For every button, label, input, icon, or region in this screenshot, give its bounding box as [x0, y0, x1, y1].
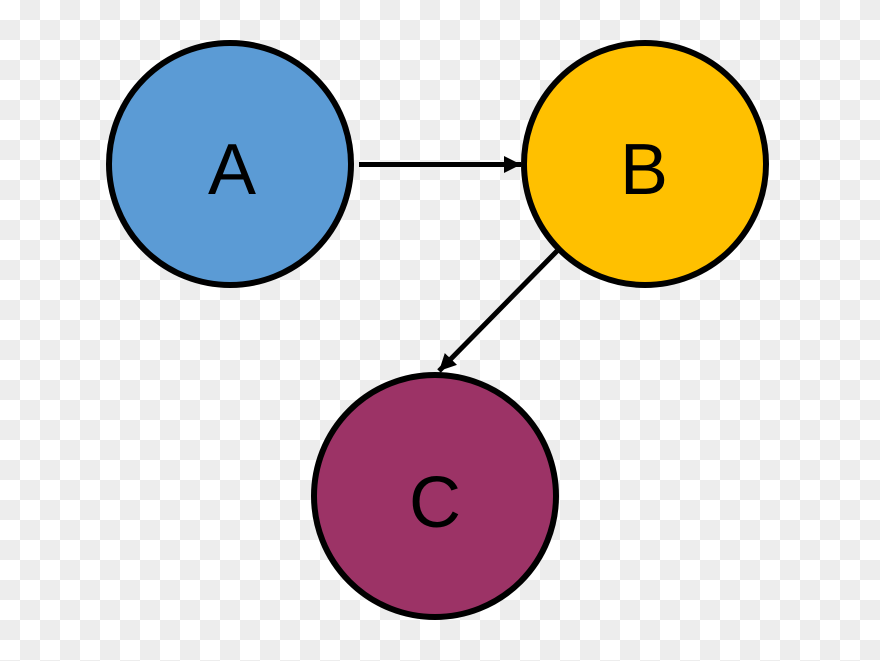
edge-b-to-c-line	[437, 249, 559, 373]
edge-b-to-c	[437, 249, 559, 373]
node-a-circle	[106, 40, 354, 288]
node-c-circle	[311, 372, 559, 620]
node-b-label: B	[620, 130, 668, 210]
node-c: C	[311, 372, 559, 620]
node-a-label: A	[208, 130, 256, 210]
node-b: B	[521, 40, 769, 288]
node-b-circle	[521, 40, 769, 288]
node-c-label: C	[409, 463, 461, 543]
node-a: A	[106, 40, 354, 288]
